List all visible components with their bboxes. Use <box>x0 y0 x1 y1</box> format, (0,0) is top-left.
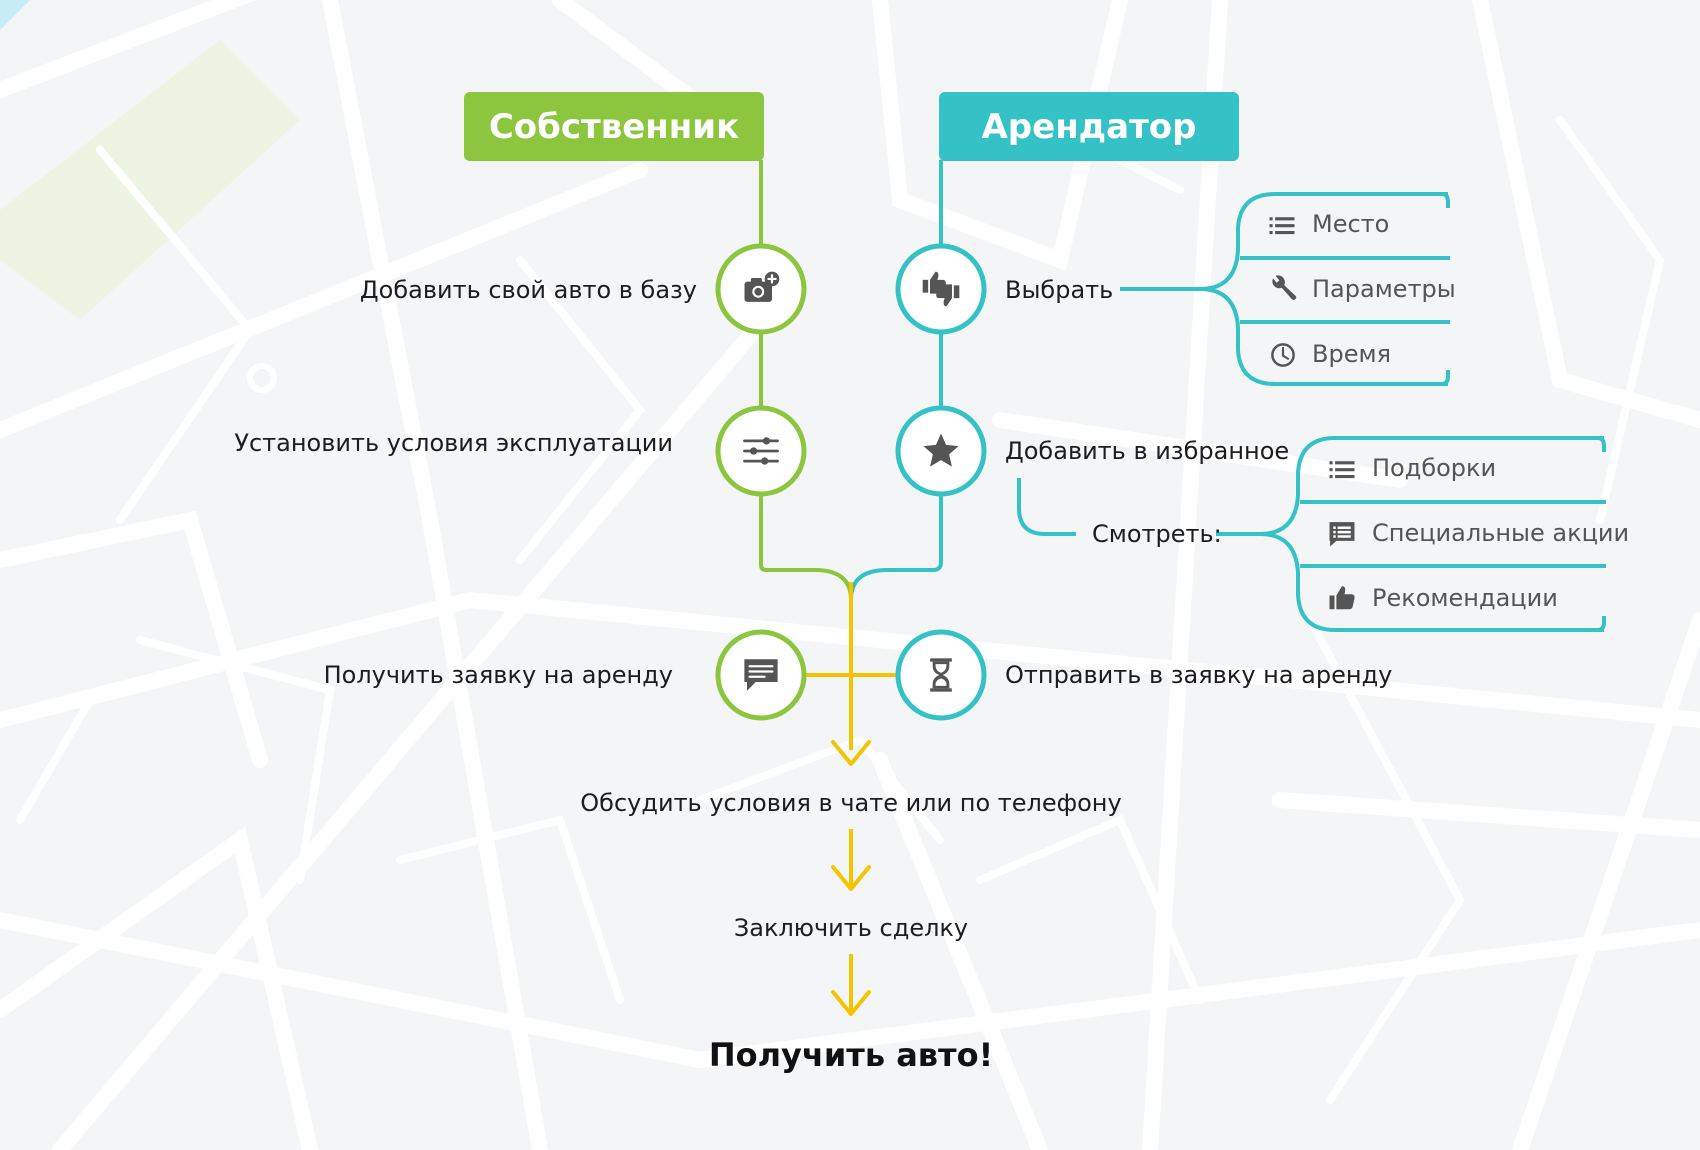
tenant-header: Арендатор <box>939 92 1239 161</box>
sliders-icon <box>743 435 779 467</box>
choose-ticks <box>1441 192 1450 386</box>
tenant-step-send-request[interactable] <box>895 629 987 721</box>
tenant-step-choose[interactable] <box>895 243 987 335</box>
view-hook <box>1017 478 1076 536</box>
choose-option-place[interactable]: Место <box>1269 210 1390 238</box>
choose-option-label: Место <box>1312 210 1389 238</box>
choose-option-time[interactable]: Время <box>1271 340 1391 368</box>
view-option-label: Специальные акции <box>1372 519 1629 547</box>
owner-step-label-3: Получить заявку на аренду <box>324 661 673 689</box>
choose-connector <box>1120 192 1448 291</box>
owner-step-get-request[interactable] <box>715 629 807 721</box>
flow-step-deal: Заключить сделку <box>734 914 968 942</box>
view-connector <box>1216 436 1604 536</box>
owner-step-set-terms[interactable] <box>715 405 807 497</box>
owner-step-add-car[interactable] <box>715 243 807 335</box>
view-option-collections[interactable]: Подборки <box>1329 454 1497 482</box>
choose-option-label: Параметры <box>1312 275 1456 303</box>
tenant-header-title: Арендатор <box>981 107 1196 147</box>
choose-option-params[interactable]: Параметры <box>1272 275 1456 303</box>
owner-trunk-line <box>759 160 853 675</box>
tenant-step-favorite[interactable] <box>895 405 987 497</box>
view-ticks <box>1597 436 1606 632</box>
owner-step-label-1: Добавить свой авто в базу <box>360 276 697 304</box>
view-option-label: Рекомендации <box>1372 584 1558 612</box>
tenant-trunk-line <box>849 160 943 601</box>
tenant-step-label-1: Выбрать <box>1005 276 1113 304</box>
arrow-3 <box>831 990 871 1016</box>
flow-final-step: Получить авто! <box>709 1036 993 1074</box>
choose-option-label: Время <box>1312 340 1391 368</box>
view-option-recommendations[interactable]: Рекомендации <box>1329 584 1558 612</box>
view-bracket-lower <box>1259 532 1604 632</box>
owner-header: Собственник <box>464 92 764 161</box>
arrow-2 <box>831 865 871 891</box>
tenant-step-label-2: Добавить в избранное <box>1005 437 1289 465</box>
choose-bracket-lower <box>1199 287 1448 386</box>
flow-step-discuss: Обсудить условия в чате или по телефону <box>580 789 1121 817</box>
view-option-label: Подборки <box>1372 454 1496 482</box>
view-option-specials[interactable]: Специальные акции <box>1329 519 1630 547</box>
arrow-1 <box>831 740 871 766</box>
flow-connectors <box>759 160 1606 1016</box>
tenant-step-label-3: Отправить в заявку на аренду <box>1005 661 1392 689</box>
owner-step-label-2: Установить условия эксплуатации <box>234 429 673 457</box>
view-label: Смотреть: <box>1092 520 1222 548</box>
owner-header-title: Собственник <box>489 107 739 147</box>
